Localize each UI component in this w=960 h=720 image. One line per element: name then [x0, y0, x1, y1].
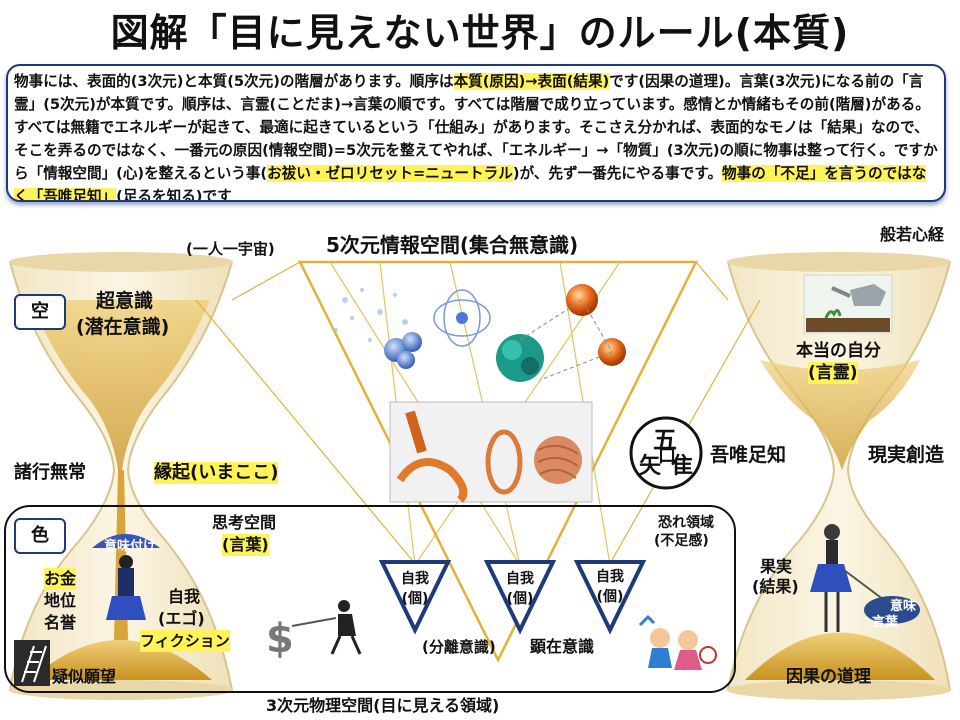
waga-tada-label: 吾唯足知 [710, 444, 787, 466]
imitsuke-label: 意味付け [104, 539, 157, 554]
intro-text-4: (足るを知る)です [116, 188, 232, 202]
fear-area-label: 恐れ領域 [658, 515, 714, 531]
figures: $ [14, 534, 717, 686]
intro-highlight-1: 本質(原因)→表面(結果) [453, 73, 610, 90]
genjitsu-label: 現実創造 [868, 444, 945, 466]
money-label: お金 [44, 568, 77, 590]
true-self-kotodama-label: (言霊) [808, 362, 858, 384]
ego-tri-2-bottom: (個) [506, 591, 534, 607]
shogyo-label: 諸行無常 [14, 462, 86, 483]
intro-text-box: 物事には、表面的(3次元)と本質(5次元)の階層があります。順序は本質(原因)→… [6, 64, 946, 202]
one-universe-label: (一人一宇宙) [186, 240, 275, 258]
true-self-label: 本当の自分 [796, 341, 881, 361]
ego-tri-1-bottom: (個) [401, 591, 429, 607]
honor-label: 名誉 [44, 613, 77, 632]
iro-box: 色 [14, 518, 66, 554]
stamp-circle [629, 416, 703, 490]
three-dim-label: 3次元物理空間(目に見える領域) [266, 696, 500, 715]
status-label: 地位 [44, 591, 77, 610]
right-hourglass [726, 252, 952, 700]
words-label: 言葉 [872, 615, 899, 630]
sora-box: 空 [14, 294, 66, 330]
lack-label: (不足感) [654, 533, 709, 549]
separation-label: (分離意識) [422, 638, 496, 656]
page-title: 図解「目に見えない世界」のルール(本質) [110, 11, 850, 55]
stamp-top: 五 [653, 426, 677, 454]
ego-label: 自我 [168, 587, 201, 606]
intro-text-2: です(因果の道理)。言葉(3次元)になる前の「言霊」(5次元)が本質です。順序は… [14, 73, 938, 182]
pseudo-desire-label: 疑似願望 [52, 667, 117, 686]
thought-words-label: (言葉) [222, 534, 269, 556]
hannya-label: 般若心経 [880, 225, 945, 244]
physical-space-box [4, 505, 736, 693]
thought-space-label: 思考空間 [212, 513, 277, 532]
intro-text-1: 物事には、表面的(3次元)と本質(5次元)の階層があります。順序は [14, 73, 454, 90]
stamp-kanji: 五 矢 口 隹 [631, 418, 701, 488]
subconscious-label: (潜在意識) [76, 316, 170, 338]
ego-tri-2-top: 自我 [506, 571, 534, 587]
ego-triangles [378, 560, 647, 635]
fiction-label: フィクション [140, 630, 230, 652]
ego-tri-3-bottom: (個) [596, 589, 624, 605]
intro-text-3: )が、先ず一番先にやる事です。 [512, 165, 723, 182]
stamp-center: 口 [658, 446, 676, 467]
stamp-left: 矢 [639, 454, 662, 479]
engi-label: 縁起(いまここ) [154, 462, 279, 484]
causality-label: 因果の道理 [786, 667, 871, 687]
super-consciousness-label: 超意識 [96, 290, 154, 312]
fruit-result-label: (結果) [752, 577, 799, 596]
intro-highlight-2: お祓い・ゼロリセット=ニュートラル [267, 165, 513, 182]
ego-tri-1-top: 自我 [401, 571, 429, 587]
stamp-right: 隹 [671, 454, 694, 479]
svg-text:$: $ [266, 616, 294, 662]
conscious-label: 顕在意識 [530, 637, 595, 656]
five-dim-label: 5次元情報空間(集合無意識) [326, 233, 579, 257]
meaning-label: 意味 [890, 599, 917, 614]
ego-tri-3-top: 自我 [596, 569, 624, 585]
ego-paren-label: (エゴ) [158, 609, 205, 628]
particle-illustration [334, 284, 626, 503]
fruit-label: 果実 [760, 557, 793, 576]
